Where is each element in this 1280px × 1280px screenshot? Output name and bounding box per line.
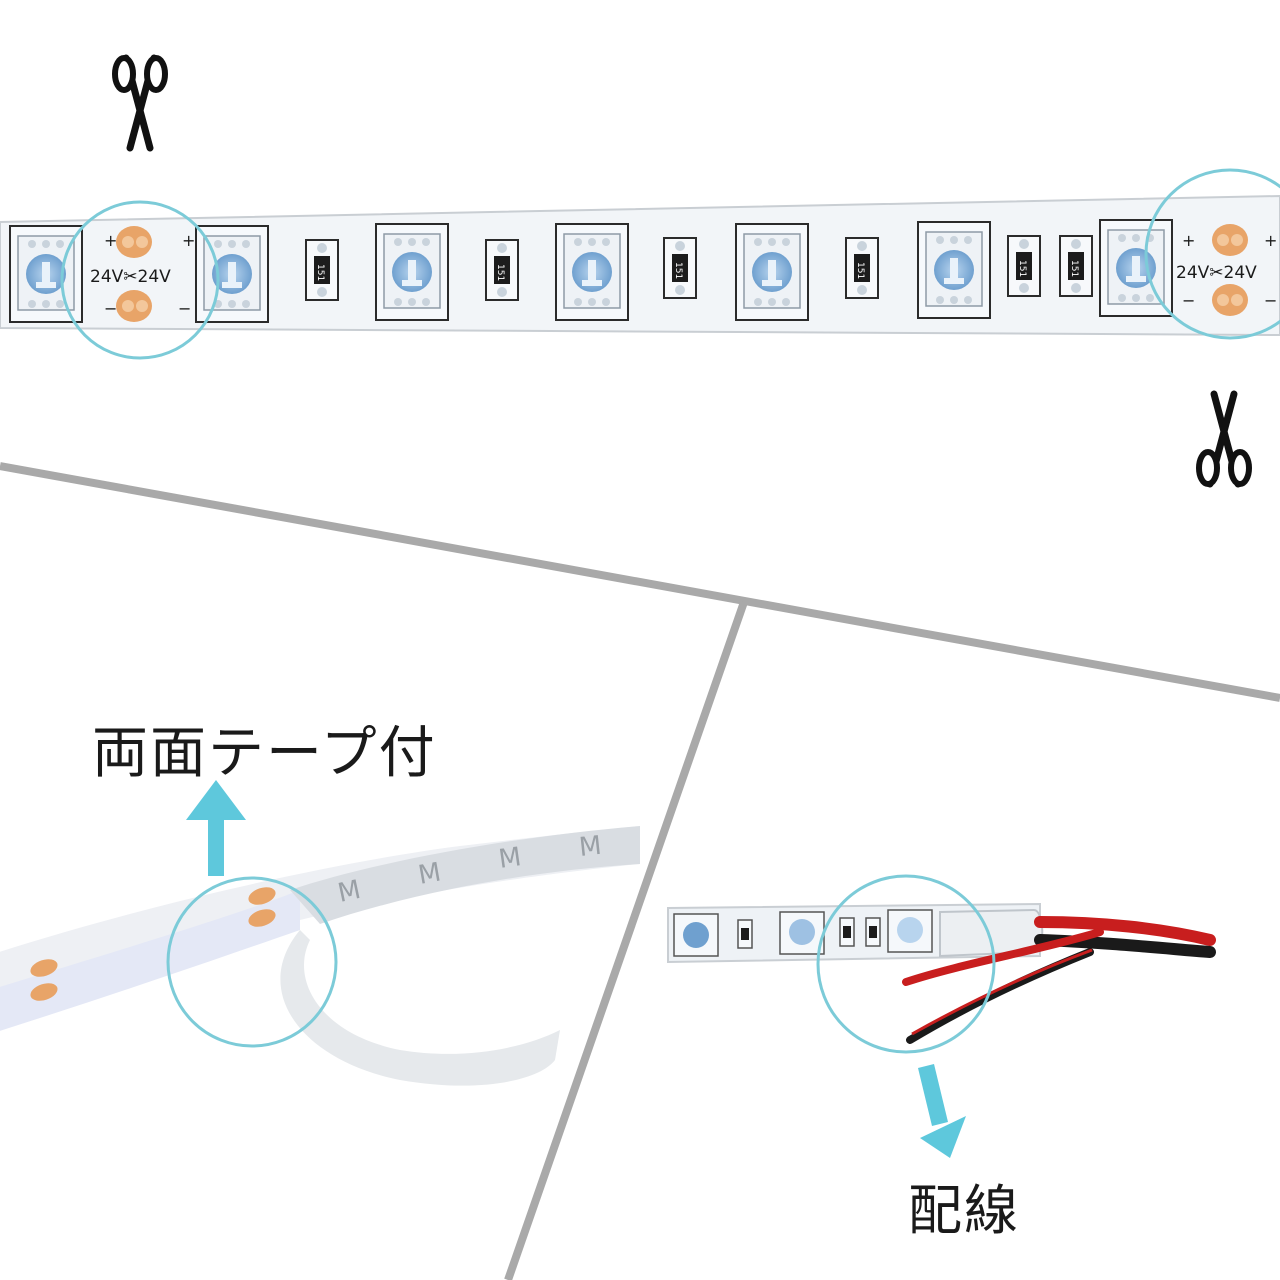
scissors-icon bbox=[1199, 394, 1249, 484]
led-strip-top bbox=[0, 168, 1280, 360]
cut-label: 24V✂24V bbox=[1176, 263, 1257, 283]
plus-mark: + bbox=[1182, 231, 1195, 250]
resistor-code: 151 bbox=[315, 264, 325, 281]
minus-mark: − bbox=[104, 299, 117, 318]
plus-mark: + bbox=[104, 231, 117, 250]
wired-strip-photo bbox=[667, 874, 1216, 1158]
resistor-code: 151 bbox=[1069, 260, 1079, 277]
minus-mark: − bbox=[1182, 291, 1195, 310]
double-sided-tape-label: 両面テープ付 bbox=[92, 721, 437, 786]
cut-point-right bbox=[1144, 168, 1280, 340]
divider-vertical bbox=[504, 600, 748, 1280]
svg-text:M: M bbox=[497, 842, 523, 875]
cut-point-left bbox=[60, 200, 220, 360]
resistor-code: 151 bbox=[673, 262, 683, 279]
minus-mark: − bbox=[178, 299, 191, 318]
scissors-icon bbox=[115, 58, 165, 148]
arrow-down-icon bbox=[918, 1064, 966, 1158]
cut-label: 24V✂24V bbox=[90, 267, 171, 287]
svg-text:M: M bbox=[416, 857, 443, 890]
plus-mark: + bbox=[182, 231, 195, 250]
resistor-code: 151 bbox=[1017, 260, 1027, 277]
arrow-up-icon bbox=[186, 780, 246, 876]
strip-markings: + + − − 24V✂24V + + − − 24V✂24V 151 151 … bbox=[90, 231, 1277, 318]
resistor-code: 151 bbox=[495, 264, 505, 281]
wiring-label: 配線 bbox=[908, 1179, 1020, 1242]
minus-mark: − bbox=[1264, 291, 1277, 310]
adhesive-tape-photo: M M M M bbox=[0, 780, 640, 1086]
resistor-code: 151 bbox=[855, 262, 865, 279]
plus-mark: + bbox=[1264, 231, 1277, 250]
svg-text:M: M bbox=[578, 831, 603, 863]
divider-horizontal bbox=[0, 462, 1280, 702]
